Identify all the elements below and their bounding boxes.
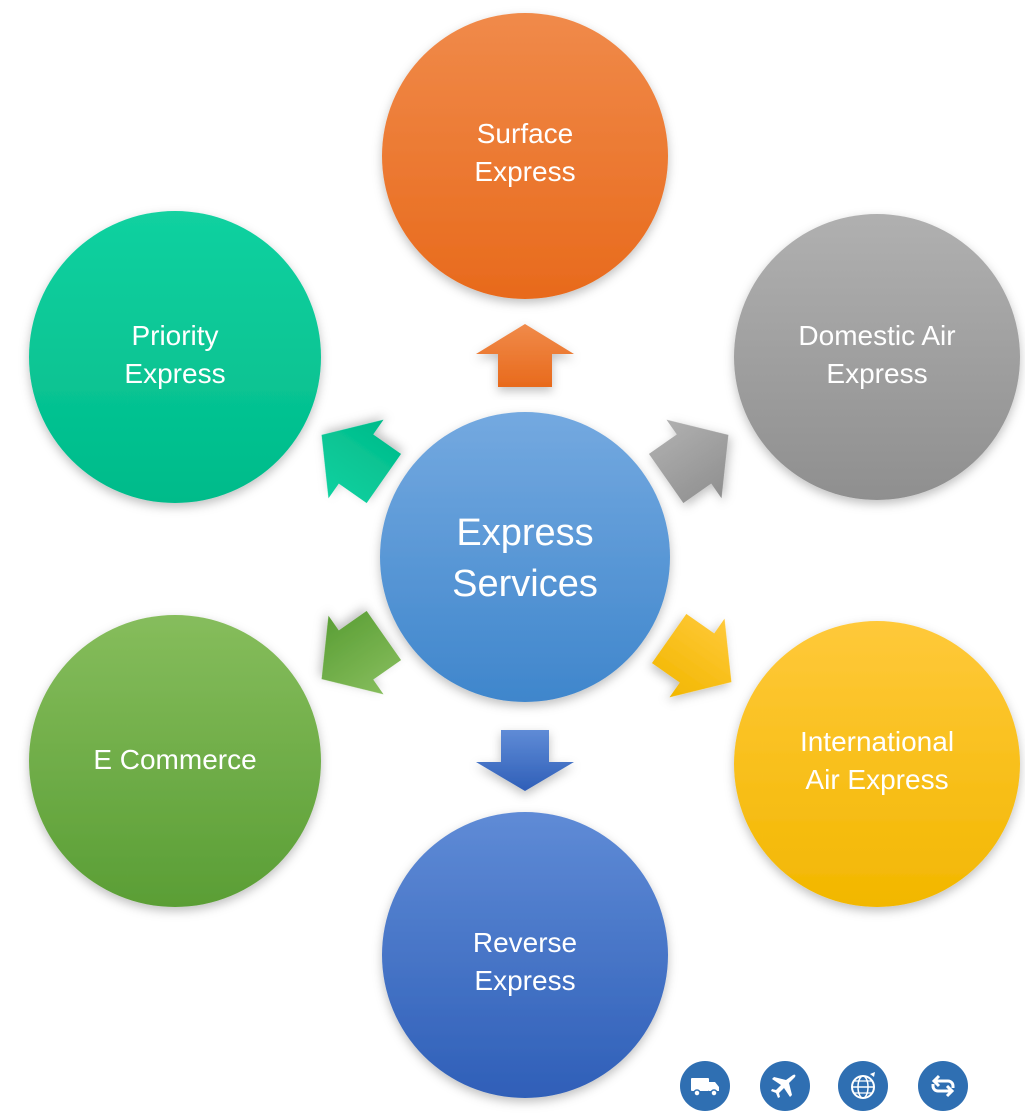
node-priority-express: Priority Express bbox=[29, 211, 321, 503]
node-reverse-line2: Express bbox=[474, 965, 575, 996]
center-line2: Services bbox=[452, 563, 598, 605]
globe-icon bbox=[838, 1061, 888, 1111]
node-e-commerce: E Commerce bbox=[29, 615, 321, 907]
node-surface-express: Surface Express bbox=[382, 13, 668, 299]
truck-icon bbox=[680, 1061, 730, 1111]
node-ecommerce-line1: E Commerce bbox=[93, 744, 256, 775]
arrow-to-domestic bbox=[648, 419, 729, 504]
node-domestic-air-express: Domestic Air Express bbox=[734, 214, 1020, 500]
node-international-air-express: International Air Express bbox=[734, 621, 1020, 907]
arrow-to-ecommerce bbox=[321, 610, 402, 695]
node-surface-line1: Surface bbox=[477, 118, 574, 149]
arrow-to-reverse bbox=[476, 730, 574, 791]
node-priority-line2: Express bbox=[124, 358, 225, 389]
node-international-line2: Air Express bbox=[805, 764, 948, 795]
node-international-line1: International bbox=[800, 726, 954, 757]
node-domestic-line2: Express bbox=[826, 358, 927, 389]
center-express-services: Express Services bbox=[380, 412, 670, 702]
arrow-to-surface bbox=[476, 324, 574, 387]
airplane-icon bbox=[760, 1061, 810, 1111]
arrow-to-international bbox=[651, 613, 732, 698]
node-domestic-line1: Domestic Air bbox=[798, 320, 955, 351]
arrow-to-priority bbox=[321, 419, 402, 504]
service-icons-row bbox=[680, 1061, 980, 1117]
node-surface-line2: Express bbox=[474, 156, 575, 187]
center-line1: Express bbox=[456, 512, 593, 554]
node-priority-line1: Priority bbox=[131, 320, 218, 351]
return-arrows-icon bbox=[918, 1061, 968, 1111]
node-reverse-express: Reverse Express bbox=[382, 812, 668, 1098]
node-reverse-line1: Reverse bbox=[473, 927, 577, 958]
